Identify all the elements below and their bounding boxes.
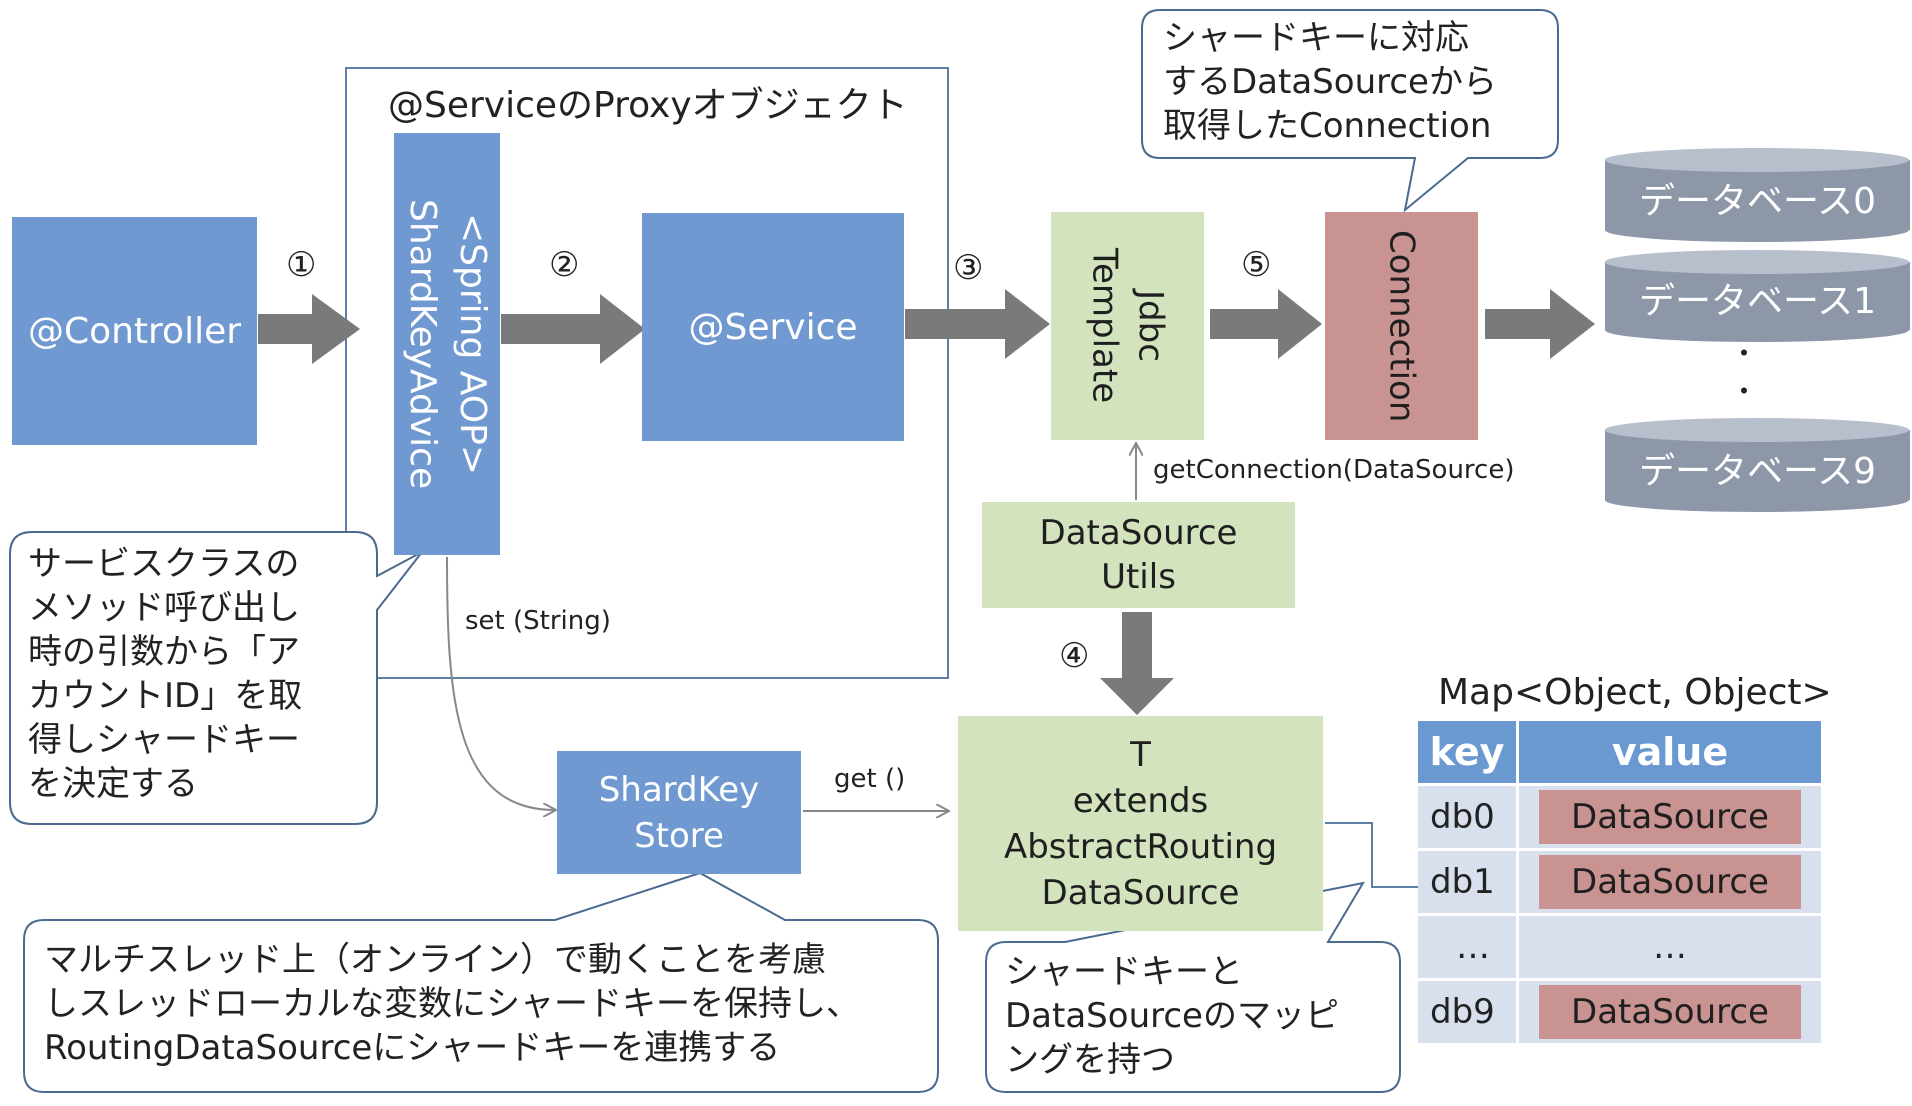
- connector-advice-to-store: [446, 556, 555, 810]
- map-title: Map<Object, Object>: [1438, 672, 1832, 713]
- routing-datasource-box[interactable]: T extends AbstractRouting DataSource: [958, 716, 1323, 931]
- store-callout-shape: [23, 871, 939, 1093]
- routing-line-3: AbstractRouting: [1003, 826, 1278, 867]
- mapping-note-line-2: DataSourceのマッピ: [1005, 996, 1339, 1036]
- table-row: … …: [1418, 916, 1821, 978]
- step-2-label: ②: [549, 245, 580, 285]
- get-connection-label: getConnection(DataSource): [1153, 455, 1515, 485]
- proxy-frame: [345, 67, 949, 679]
- service-callout-shape: [9, 531, 423, 825]
- service-callout-text: サービスクラスの メソッド呼び出し 時の引数から「ア カウントID」を取 得しシ…: [28, 542, 302, 806]
- service-note-line-6: を決定する: [28, 764, 198, 804]
- connection-label: Connection: [1381, 229, 1422, 423]
- datasource-entry: DataSource: [1539, 855, 1801, 909]
- map-header-row: key value: [1418, 721, 1821, 783]
- shardkey-store-box[interactable]: ShardKey Store: [557, 751, 801, 874]
- store-line-1: ShardKey: [598, 769, 760, 810]
- map-table: key value db0 DataSource db1 DataSource …: [1415, 718, 1824, 1046]
- database-ellipsis: ・ ・: [1730, 335, 1758, 411]
- map-value-cell: …: [1519, 916, 1821, 978]
- service-box[interactable]: @Service: [642, 213, 904, 441]
- datasource-utils-box[interactable]: DataSource Utils: [982, 502, 1295, 608]
- step-4-label: ④: [1059, 636, 1090, 676]
- service-note-line-2: メソッド呼び出し: [28, 588, 300, 628]
- step-3-label: ③: [953, 248, 984, 288]
- arrow-advice-to-service: [501, 294, 645, 364]
- table-row: db0 DataSource: [1418, 786, 1821, 848]
- controller-label: @Controller: [27, 310, 242, 352]
- map-key-cell: db1: [1418, 851, 1516, 913]
- routing-line-2: extends: [1072, 780, 1209, 821]
- shardkey-advice-box[interactable]: <Spring AOP> ShardKeyAdvice: [394, 133, 500, 555]
- store-line-2: Store: [634, 815, 724, 856]
- map-value-cell: DataSource: [1519, 786, 1821, 848]
- connection-box[interactable]: Connection: [1325, 212, 1478, 440]
- connection-note-line-3: 取得したConnection: [1163, 106, 1492, 146]
- map-value-cell: DataSource: [1519, 851, 1821, 913]
- arrow-connection-to-db: [1485, 289, 1595, 359]
- advice-line-2: ShardKeyAdvice: [402, 198, 443, 490]
- set-string-label: set (String): [465, 606, 611, 636]
- controller-box[interactable]: @Controller: [12, 217, 257, 445]
- arrow-utils-to-routing: [1100, 612, 1174, 715]
- map-key-cell: …: [1418, 916, 1516, 978]
- database-0-label: データベース0: [1638, 181, 1877, 222]
- connection-callout-text: シャードキーに対応 するDataSourceから 取得したConnection: [1163, 16, 1497, 148]
- step-5-label: ⑤: [1241, 245, 1272, 285]
- database-ellipsis-dot-1: ・: [1730, 337, 1759, 370]
- service-note-line-4: カウントID」を取: [28, 676, 303, 716]
- mapping-callout-shape: [985, 881, 1401, 1093]
- arrow-jdbc-to-connection: [1210, 289, 1322, 359]
- store-note-line-2: しスレッドローカルな変数にシャードキーを保持し、: [44, 984, 860, 1024]
- get-label: get (): [834, 764, 906, 794]
- jdbc-line-2: Template: [1084, 248, 1125, 404]
- routing-line-4: DataSource: [1041, 872, 1240, 913]
- connector-routing-to-map: [1325, 822, 1418, 888]
- datasource-entry: DataSource: [1539, 985, 1801, 1039]
- jdbc-template-box[interactable]: Jdbc Template: [1051, 212, 1204, 440]
- store-callout-text: マルチスレッド上（オンライン）で動くことを考慮 しスレッドローカルな変数にシャー…: [44, 938, 860, 1070]
- table-row: db1 DataSource: [1418, 851, 1821, 913]
- database-9-label: データベース9: [1638, 451, 1877, 492]
- mapping-note-line-3: ングを持つ: [1005, 1040, 1175, 1080]
- database-1-cylinder: [1605, 250, 1910, 342]
- arrow-service-to-jdbc: [905, 289, 1050, 359]
- database-1-label: データベース1: [1638, 281, 1877, 322]
- proxy-label: @ServiceのProxyオブジェクト: [388, 85, 908, 126]
- database-ellipsis-dot-2: ・: [1730, 375, 1759, 408]
- service-note-line-3: 時の引数から「ア: [28, 632, 300, 672]
- service-label: @Service: [688, 306, 858, 348]
- service-note-line-5: 得しシャードキー: [28, 720, 300, 760]
- connection-note-line-2: するDataSourceから: [1163, 62, 1497, 102]
- map-key-cell: db9: [1418, 981, 1516, 1043]
- store-note-line-1: マルチスレッド上（オンライン）で動くことを考慮: [44, 940, 826, 980]
- connection-callout-shape: [1141, 9, 1559, 213]
- datasource-entry: DataSource: [1539, 790, 1801, 844]
- map-key-cell: db0: [1418, 786, 1516, 848]
- arrow-controller-to-advice: [258, 294, 360, 364]
- map-header-value: value: [1519, 721, 1821, 783]
- store-note-line-3: RoutingDataSourceにシャードキーを連携する: [44, 1028, 781, 1068]
- utils-line-1: DataSource: [1039, 513, 1238, 553]
- map-value-cell: DataSource: [1519, 981, 1821, 1043]
- utils-line-2: Utils: [1101, 557, 1176, 597]
- jdbc-line-1: Jdbc: [1130, 290, 1171, 362]
- database-0-cylinder: [1605, 148, 1910, 242]
- mapping-note-line-1: シャードキーと: [1005, 952, 1243, 992]
- map-header-key: key: [1418, 721, 1516, 783]
- table-row: db9 DataSource: [1418, 981, 1821, 1043]
- advice-line-1: <Spring AOP>: [452, 213, 493, 475]
- connection-note-line-1: シャードキーに対応: [1163, 18, 1469, 58]
- mapping-callout-text: シャードキーと DataSourceのマッピ ングを持つ: [1005, 950, 1339, 1082]
- routing-line-1: T: [1130, 734, 1151, 775]
- service-note-line-1: サービスクラスの: [28, 544, 300, 584]
- database-9-cylinder: [1605, 418, 1910, 512]
- step-1-label: ①: [286, 245, 317, 285]
